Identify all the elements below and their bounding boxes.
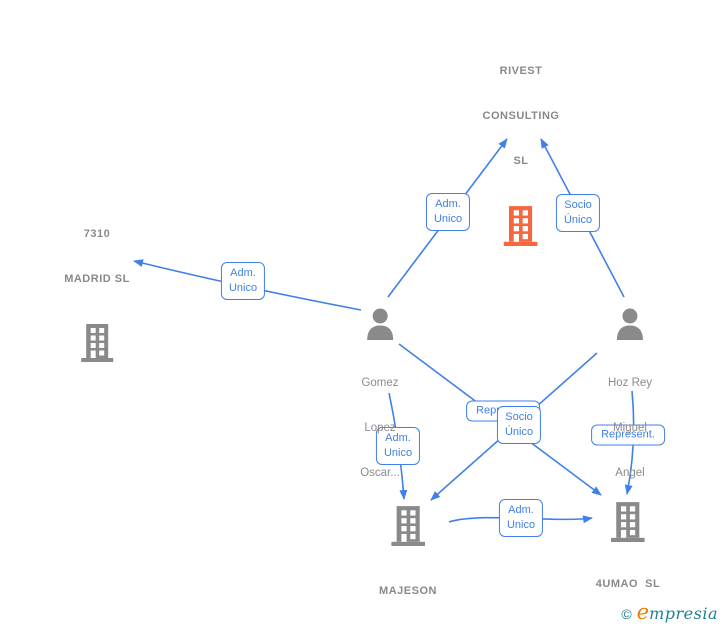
edge-label-line: Único bbox=[563, 214, 593, 226]
node-gomez-lopez-oscar[interactable]: Gomez Lopez Oscar... bbox=[360, 304, 400, 511]
building-icon bbox=[391, 506, 425, 546]
person-name-line: Lopez bbox=[364, 422, 396, 434]
building-icon bbox=[504, 206, 538, 246]
edge-label-line: Adm. bbox=[435, 198, 461, 210]
edge-label-line: Unico bbox=[228, 282, 258, 294]
person-name-line: Oscar... bbox=[360, 467, 400, 479]
person-name-line: Miguel bbox=[613, 422, 647, 434]
node-majeson-project-sl[interactable]: MAJESON PROJECT SL bbox=[369, 504, 447, 630]
copyright-icon: © bbox=[621, 606, 632, 622]
empresia-logo[interactable]: © e mpresia bbox=[621, 600, 718, 624]
person-name: Gomez Lopez Oscar... bbox=[360, 346, 400, 511]
brand-letter-e: e bbox=[636, 600, 650, 624]
person-icon bbox=[367, 308, 393, 340]
edge-label-adm-unico: Adm. Unico bbox=[220, 262, 266, 300]
brand-text: mpresia bbox=[649, 604, 718, 623]
edge-label-line: Único bbox=[504, 426, 534, 438]
edge-label-line: Adm. bbox=[508, 504, 534, 516]
person-name-line: Angel bbox=[615, 467, 645, 479]
edge-label-line: Socio bbox=[564, 199, 592, 211]
edge-label-adm-unico: Adm. Unico bbox=[498, 499, 544, 537]
company-name-line: RIVEST bbox=[499, 65, 543, 77]
company-name: 7310 MADRID SL bbox=[64, 197, 130, 317]
person-name-line: Hoz Rey bbox=[607, 377, 653, 389]
node-4umao-sl[interactable]: 4UMAO SL bbox=[596, 500, 660, 622]
edge-label-line: Socio bbox=[505, 411, 533, 423]
edge-label-line: Represent. bbox=[601, 428, 655, 441]
edge-label-line: Unico bbox=[433, 213, 463, 225]
building-icon bbox=[611, 502, 645, 542]
edge-label-represent: Represent. bbox=[591, 424, 665, 446]
person-name: Hoz Rey Miguel Angel bbox=[608, 346, 652, 511]
company-name-line: SL bbox=[513, 155, 529, 167]
edge-label-socio-unico: Socio Único bbox=[496, 406, 542, 444]
company-name-line: MADRID SL bbox=[64, 273, 130, 285]
edge-label-line: Adm. bbox=[385, 432, 411, 444]
company-name-line: CONSULTING bbox=[482, 110, 560, 122]
person-icon bbox=[616, 308, 643, 340]
node-7310-madrid-sl[interactable]: 7310 MADRID SL bbox=[64, 197, 130, 362]
building-icon bbox=[80, 324, 113, 362]
edge-label-socio-unico: Socio Único bbox=[555, 194, 601, 232]
edge-label-line: Unico bbox=[383, 447, 413, 459]
person-name-line: Gomez bbox=[361, 377, 399, 389]
company-name-line: 7310 bbox=[83, 228, 111, 240]
edge-label-adm-unico: Adm. Unico bbox=[375, 427, 421, 465]
company-name: RIVEST CONSULTING SL bbox=[483, 34, 560, 199]
edge-label-line: Unico bbox=[506, 519, 536, 531]
edge-label-adm-unico: Adm. Unico bbox=[425, 193, 471, 231]
node-rivest-consulting-sl[interactable]: RIVEST CONSULTING SL bbox=[483, 34, 560, 246]
company-name-line: 4UMAO SL bbox=[595, 578, 661, 590]
company-name-line: MAJESON bbox=[379, 585, 437, 597]
node-hoz-rey-miguel-angel[interactable]: Hoz Rey Miguel Angel bbox=[608, 304, 652, 511]
company-name: 4UMAO SL bbox=[596, 547, 660, 622]
company-name: MAJESON PROJECT SL bbox=[369, 554, 447, 630]
edge-label-line: Adm. bbox=[230, 267, 256, 279]
